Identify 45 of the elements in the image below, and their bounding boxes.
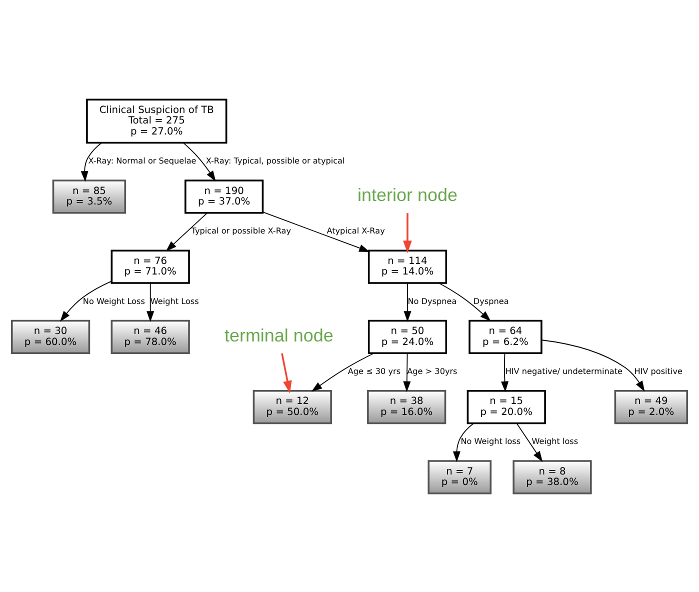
arrow (438, 282, 491, 321)
node-box: n = 85 p = 3.5% (52, 179, 126, 214)
arrow (166, 212, 208, 251)
arrow (501, 352, 509, 392)
node-box: n = 30 p = 60.0% (10, 319, 90, 354)
arrow (183, 142, 216, 182)
edge-label: X-Ray: Normal or Sequelae (88, 155, 196, 166)
edge-label: Weight loss (532, 436, 578, 446)
arrow (281, 352, 292, 393)
node-box: n = 49 p = 2.0% (614, 390, 688, 424)
node-text: interior node (358, 184, 458, 205)
node-box: n = 12 p = 50.0% (252, 390, 332, 424)
edge-label: No Dyspnea (408, 295, 457, 306)
arrow (60, 280, 112, 322)
edge-label: No Weight loss (460, 436, 521, 446)
arrow (80, 142, 102, 182)
node-box: n = 50 p = 24.0% (368, 319, 448, 354)
arrow (404, 282, 412, 322)
edge-label: HIV negative/ undeterminate (505, 366, 623, 376)
arrow (403, 352, 411, 392)
node-box: n = 46 p = 78.0% (110, 319, 190, 354)
node-box: Clinical Suspicion of TB Total = 275 p = 27.0% (86, 98, 228, 144)
arrow (262, 211, 370, 252)
edge-label: No Weight Loss (82, 295, 145, 306)
node-box: n = 114 p = 14.0% (368, 249, 448, 284)
node-box: n = 64 p = 6.2% (468, 319, 542, 354)
edge-label: HIV positive (634, 366, 682, 376)
node-box: n = 7 p = 0% (428, 460, 492, 494)
node-box: n = 76 p = 71.0% (110, 249, 190, 284)
arrow (403, 212, 412, 253)
node-box: n = 8 p = 38.0% (512, 460, 592, 494)
node-box: n = 190 p = 37.0% (184, 179, 264, 214)
arrow (541, 339, 645, 392)
node-box: n = 38 p = 16.0% (367, 390, 446, 424)
edge-label: Age ≤ 30 yrs (348, 366, 401, 376)
arrow (311, 352, 374, 392)
arrow (146, 282, 154, 322)
node-box: n = 15 p = 20.0% (466, 390, 546, 424)
arrow (452, 422, 474, 462)
edge-label: Dyspnea (473, 295, 509, 306)
edge-label: Atypical X-Ray (326, 225, 385, 236)
edge-label: X-Ray: Typical, possible or atypical (206, 155, 345, 166)
arrow (516, 422, 543, 462)
edge-label: Typical or possible X-Ray (191, 225, 292, 236)
node-text: terminal node (224, 324, 334, 345)
